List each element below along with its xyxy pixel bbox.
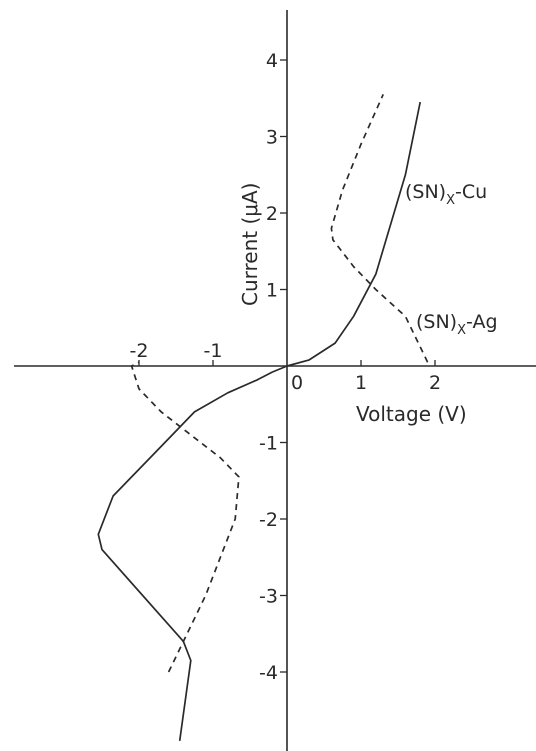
y-tick-label: -3	[259, 586, 278, 608]
y-tick-label: -2	[259, 509, 278, 531]
y-tick-label: 2	[266, 203, 278, 225]
y-tick-label: 1	[266, 280, 278, 302]
y-tick-label: 4	[266, 50, 278, 72]
x-tick-label: 1	[355, 372, 367, 394]
y-tick-label: -1	[259, 433, 278, 455]
series-group	[97, 94, 429, 742]
y-tick-label: -4	[259, 662, 278, 684]
x-tick-label: 0	[291, 372, 303, 394]
y-axis-label: Current (μA)	[238, 183, 262, 307]
series-label-ag: (SN)X-Ag	[416, 311, 498, 338]
series-line-cu	[97, 101, 422, 742]
x-axis-label: Voltage (V)	[356, 402, 467, 426]
x-tick-label: -1	[204, 340, 223, 362]
series-line-ag-upper	[330, 94, 429, 363]
x-tick-label: -2	[130, 340, 149, 362]
series-line-ag	[130, 361, 240, 673]
y-ticks: -4 -3 -2 -1 1 2 3 4	[259, 50, 287, 684]
series-label-cu: (SN)X-Cu	[405, 181, 487, 208]
x-ticks: -2 -1 0 1 2	[130, 340, 442, 394]
x-tick-label: 2	[429, 372, 441, 394]
y-tick-label: 3	[266, 127, 278, 149]
